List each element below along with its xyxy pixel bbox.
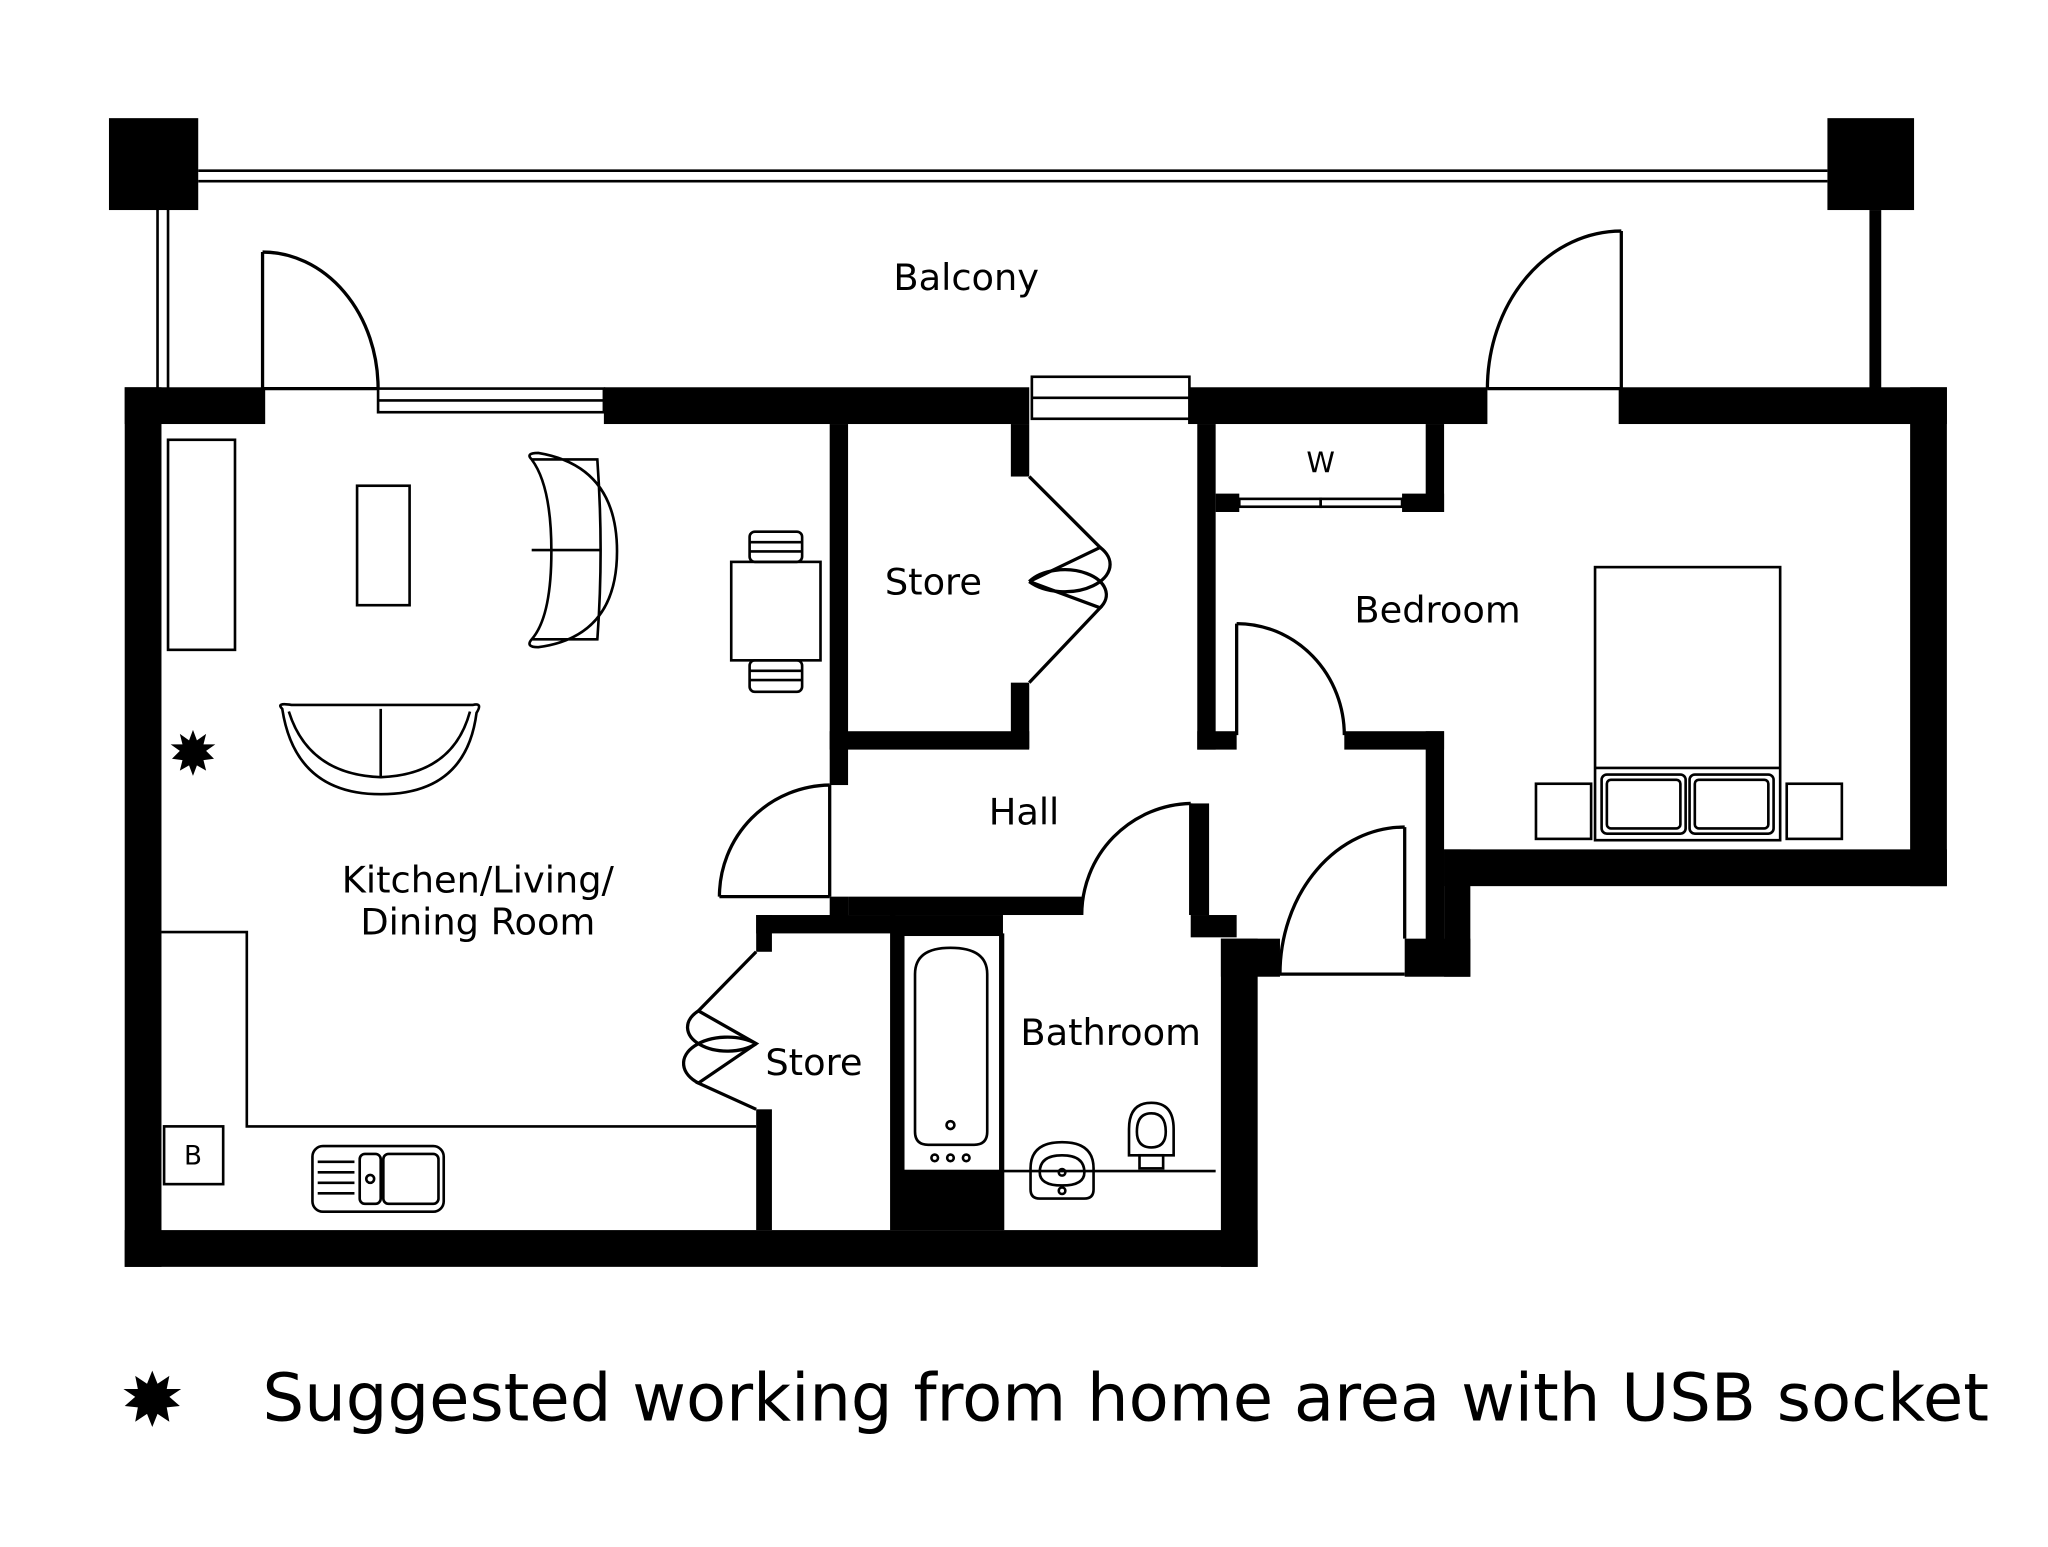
balcony-railing [156,169,1828,389]
boiler-label: B [184,1141,202,1171]
dining-table [729,560,822,662]
room-label-store-upper: Store [885,561,982,604]
kitchen-counter [161,930,757,1128]
room-label-wardrobe: W [1306,446,1335,480]
kitchen-sink-icon [311,1144,446,1214]
doors [260,229,1623,1111]
room-label-bathroom: Bathroom [1020,1011,1201,1054]
wardrobe-doors [1237,497,1404,509]
interior-walls [756,424,1445,1231]
bedroom-furniture [1534,565,1844,842]
nightstand-left [1534,782,1593,841]
room-label-hall: Hall [989,790,1060,833]
balcony-post-right [1827,118,1915,211]
basin-icon [1029,1140,1095,1200]
windows [376,375,1191,421]
living-furniture [166,438,822,796]
room-label-kitchen-line2: Dining Room [360,901,595,944]
bathroom-fixtures [901,933,1216,1231]
balcony-right-post [1869,210,1882,389]
balcony-post-left [108,118,199,211]
coffee-table [355,484,411,607]
tv-unit [166,438,237,652]
legend-star-burst-icon [123,1370,182,1428]
star-burst-icon [170,729,216,776]
bed [1593,565,1782,842]
room-label-kitchen-line1: Kitchen/Living/ [342,859,615,902]
room-label-store-lower: Store [765,1041,862,1084]
boiler-box [162,1125,225,1186]
nightstand-right [1785,782,1844,841]
room-label-bedroom: Bedroom [1354,588,1520,631]
legend-text: Suggested working from home area with US… [263,1360,1989,1436]
toilet-icon [1127,1101,1175,1157]
bathtub-outer [901,933,1002,1173]
room-label-balcony: Balcony [893,256,1039,299]
outer-walls [124,387,1947,1267]
